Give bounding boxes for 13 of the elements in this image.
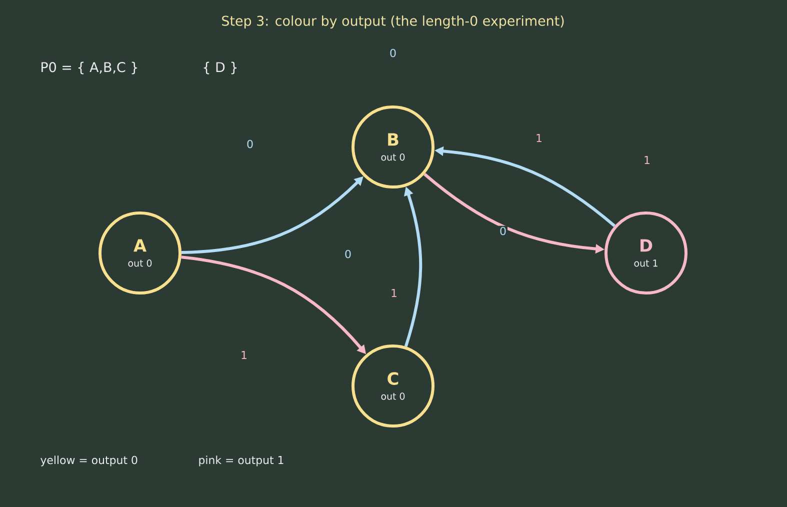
legend-text: pink = output 1 bbox=[199, 456, 284, 466]
legend-text: yellow = output 0 bbox=[40, 456, 138, 466]
title: Step 3: colour by output (the length-0 experiment) bbox=[222, 15, 564, 28]
number-label: 1 bbox=[644, 156, 650, 164]
edge-label: 1 bbox=[534, 133, 544, 143]
edge-label: 0 bbox=[498, 226, 508, 236]
number-label: 1 bbox=[392, 289, 396, 297]
number-label: 0 bbox=[345, 250, 351, 258]
partition-text: P0 = { A,B,C } bbox=[42, 62, 138, 74]
number-label: 0 bbox=[390, 48, 396, 58]
number-label: 0 bbox=[247, 140, 253, 148]
number-label: 1 bbox=[242, 351, 246, 359]
partition-text: { D } bbox=[204, 62, 237, 74]
